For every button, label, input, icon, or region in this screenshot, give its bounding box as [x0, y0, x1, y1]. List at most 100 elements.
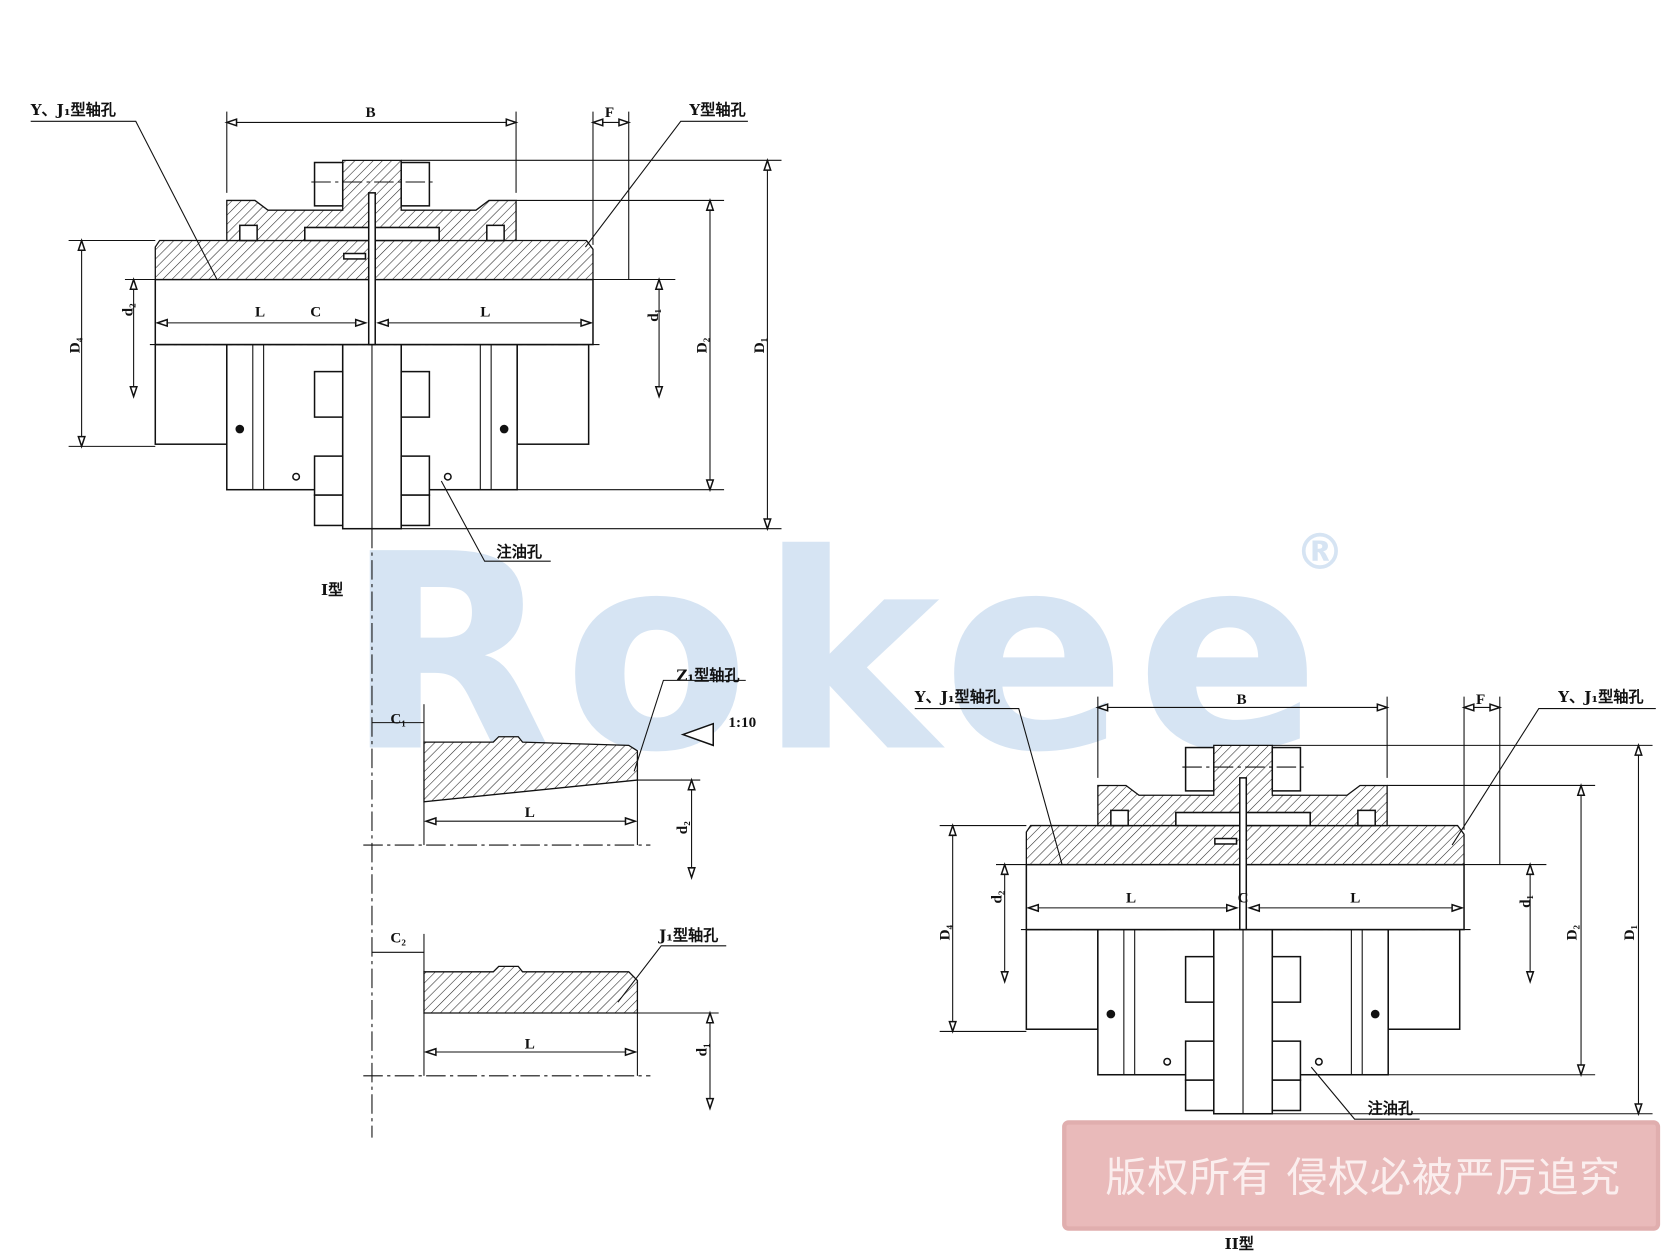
center-slit: [1239, 777, 1248, 931]
j1-dim-d1: d₁: [694, 1043, 711, 1056]
type-ii-dim-d2: d₂: [988, 890, 1005, 903]
bolt-nut: [1271, 1079, 1302, 1112]
arrow-head: [423, 816, 437, 826]
seal-ring: [1357, 809, 1376, 827]
stamp-box: [1062, 1120, 1661, 1231]
dim-C2: C₂: [390, 930, 406, 947]
type-i-labels: Y、J₁型轴孔 Y型轴孔 注油孔 I型 B F L L C d₂ d₁ D₄ D…: [30, 101, 768, 599]
section-labels: Z₁型轴孔 1:10 C₁ L d₂ J₁型轴孔 C₂ L d₁: [390, 666, 756, 1056]
type-ii-right-bore-label: Y、J₁型轴孔: [1557, 688, 1643, 706]
arrow-head: [1489, 703, 1503, 712]
arrow-head: [1026, 903, 1040, 913]
type-ii-title: II型: [1225, 1235, 1254, 1253]
arrow-head: [705, 1097, 715, 1111]
arrow-head: [1095, 703, 1109, 712]
dim-C: C: [310, 303, 321, 320]
z1-dim-d2: d₂: [674, 821, 691, 834]
arrow-head: [687, 777, 696, 791]
leader-line: [1451, 708, 1656, 846]
type-i-right-bore-label: Y型轴孔: [688, 101, 745, 119]
type-ii-dim-D2: D₂: [1564, 924, 1581, 940]
center-slit: [367, 192, 376, 346]
arrow-head: [1634, 742, 1643, 756]
type-ii-dim-C: C: [1238, 889, 1249, 906]
arrow-head: [705, 479, 715, 493]
arrow-head: [77, 435, 86, 449]
dim-D4: D₄: [66, 337, 83, 353]
z1-bore-label: Z₁型轴孔: [676, 666, 739, 684]
bolt-nut: [313, 494, 344, 527]
bolt-nut: [313, 161, 344, 207]
bolt-nut: [1271, 955, 1302, 1003]
leader-line: [914, 708, 1063, 865]
hub-outer: [154, 343, 228, 445]
cylindrical-bore-section: [423, 965, 639, 1014]
dim-F: F: [605, 104, 614, 121]
arrow-head: [376, 318, 389, 328]
type-ii-oil-hole-label: 注油孔: [1368, 1100, 1413, 1118]
type-ii-left-bore-label: Y、J₁型轴孔: [914, 688, 1000, 706]
bolt-nut: [1184, 746, 1215, 792]
keyway: [1214, 837, 1238, 845]
dim-C1: C₁: [390, 711, 405, 728]
arrow-head: [687, 867, 696, 880]
leader-line: [1310, 1066, 1420, 1120]
arrow-head: [1576, 783, 1586, 796]
oil-hole: [1314, 1057, 1323, 1066]
oil-hole: [443, 472, 452, 481]
taper-ratio: 1:10: [728, 714, 756, 731]
type-i-title: I型: [321, 581, 343, 599]
set-screw-hole: [1370, 1009, 1380, 1019]
seal-ring: [1110, 809, 1129, 827]
bolt-nut: [1184, 955, 1215, 1003]
leader-line: [30, 120, 218, 280]
arrow-head: [624, 816, 638, 826]
arrow-head: [763, 157, 772, 171]
leader-line: [633, 679, 746, 772]
hub-outer: [1387, 928, 1461, 1030]
bolt-nut: [1184, 1040, 1215, 1081]
arrow-head: [224, 118, 238, 127]
type-ii-dim-B: B: [1237, 691, 1247, 708]
leader-line: [584, 120, 748, 248]
arrow-head: [1525, 862, 1535, 876]
right-hub-section: [374, 239, 594, 281]
type-i-left-bore-label: Y、J₁型轴孔: [30, 101, 116, 119]
left-hub-section: [154, 239, 370, 281]
arrow-head: [1461, 703, 1475, 712]
type-ii-dim-D4: D₄: [936, 924, 953, 940]
type-ii-labels: Y、J₁型轴孔 Y、J₁型轴孔 B F L L C d₂ d₁ D₄ D₂ D₁: [914, 688, 1644, 940]
arrow-head: [948, 823, 957, 837]
arrow-head: [354, 318, 368, 328]
j1-dim-L: L: [525, 1036, 535, 1053]
z1-dim-L: L: [525, 804, 535, 821]
j1-bore-label: J₁型轴孔: [657, 926, 718, 944]
arrow-head: [423, 1047, 437, 1057]
bore-section-views: [363, 679, 746, 1111]
type-ii-dim-D1: D₁: [1621, 925, 1638, 941]
copyright-text: 版权所有 侵权必被严厉追究: [1105, 1154, 1620, 1202]
left-hub-section: [1025, 824, 1241, 866]
oil-hole: [1163, 1057, 1172, 1066]
arrow-head: [654, 386, 664, 399]
tapered-bore-section: [423, 736, 639, 803]
arrow-head: [654, 277, 664, 291]
dim-L-left: L: [255, 303, 265, 320]
right-hub-section: [1245, 824, 1465, 866]
set-screw-hole: [1106, 1009, 1116, 1019]
oil-hole: [292, 472, 301, 481]
arrow-head: [763, 518, 772, 532]
arrow-head: [1226, 903, 1239, 913]
bolt-nut: [313, 455, 344, 496]
arrow-head: [1000, 862, 1009, 876]
dim-L-right: L: [480, 303, 490, 320]
dim-B: B: [365, 104, 375, 121]
bolt-nut: [400, 370, 431, 418]
arrow-head: [1247, 903, 1261, 913]
arrow-head: [705, 1010, 715, 1024]
arrow-head: [624, 1047, 638, 1057]
arrow-head: [1525, 971, 1535, 984]
arrow-head: [1000, 971, 1009, 984]
taper-symbol: [680, 722, 715, 747]
arrow-head: [618, 118, 632, 127]
